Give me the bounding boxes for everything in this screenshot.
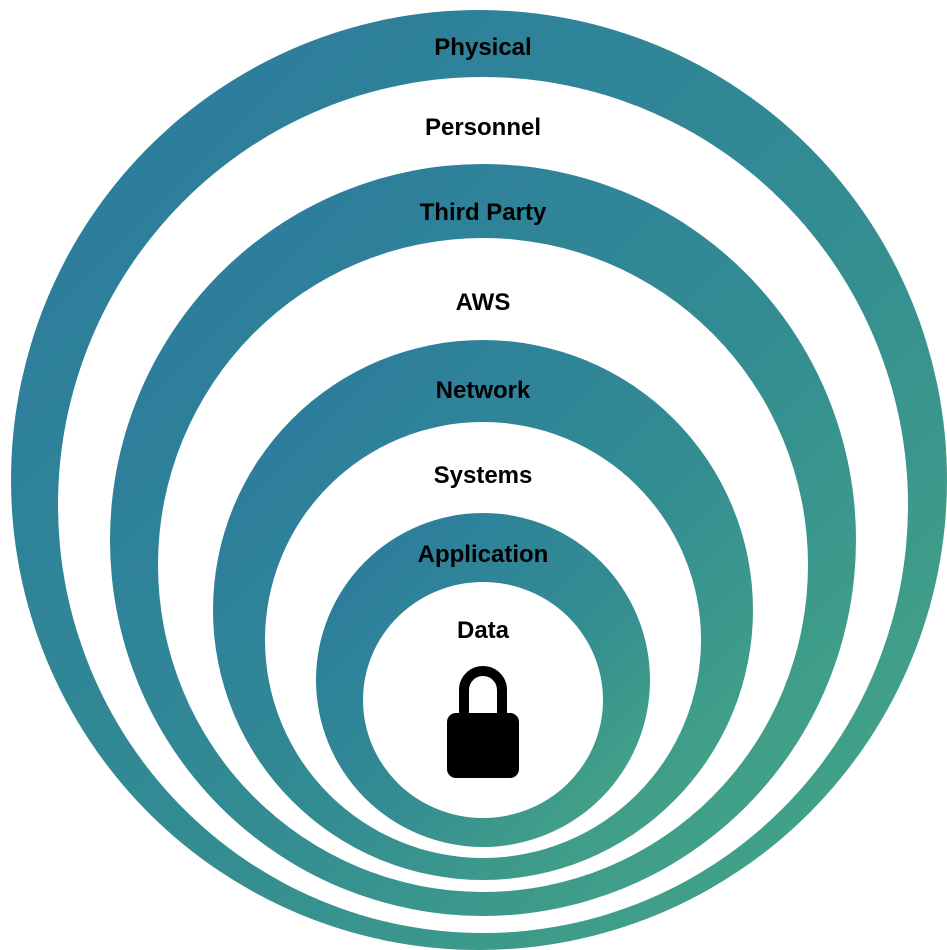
- label-personnel: Personnel: [425, 114, 541, 141]
- label-data: Data: [457, 617, 510, 644]
- label-application: Application: [418, 541, 549, 568]
- label-systems: Systems: [434, 462, 533, 489]
- label-network: Network: [436, 377, 531, 404]
- label-third-party: Third Party: [420, 199, 547, 226]
- lock-icon: [447, 666, 519, 778]
- lock-shackle: [459, 666, 507, 715]
- label-physical: Physical: [434, 34, 531, 61]
- ring-data: [363, 582, 603, 818]
- lock-body: [447, 713, 519, 778]
- label-aws: AWS: [456, 289, 511, 316]
